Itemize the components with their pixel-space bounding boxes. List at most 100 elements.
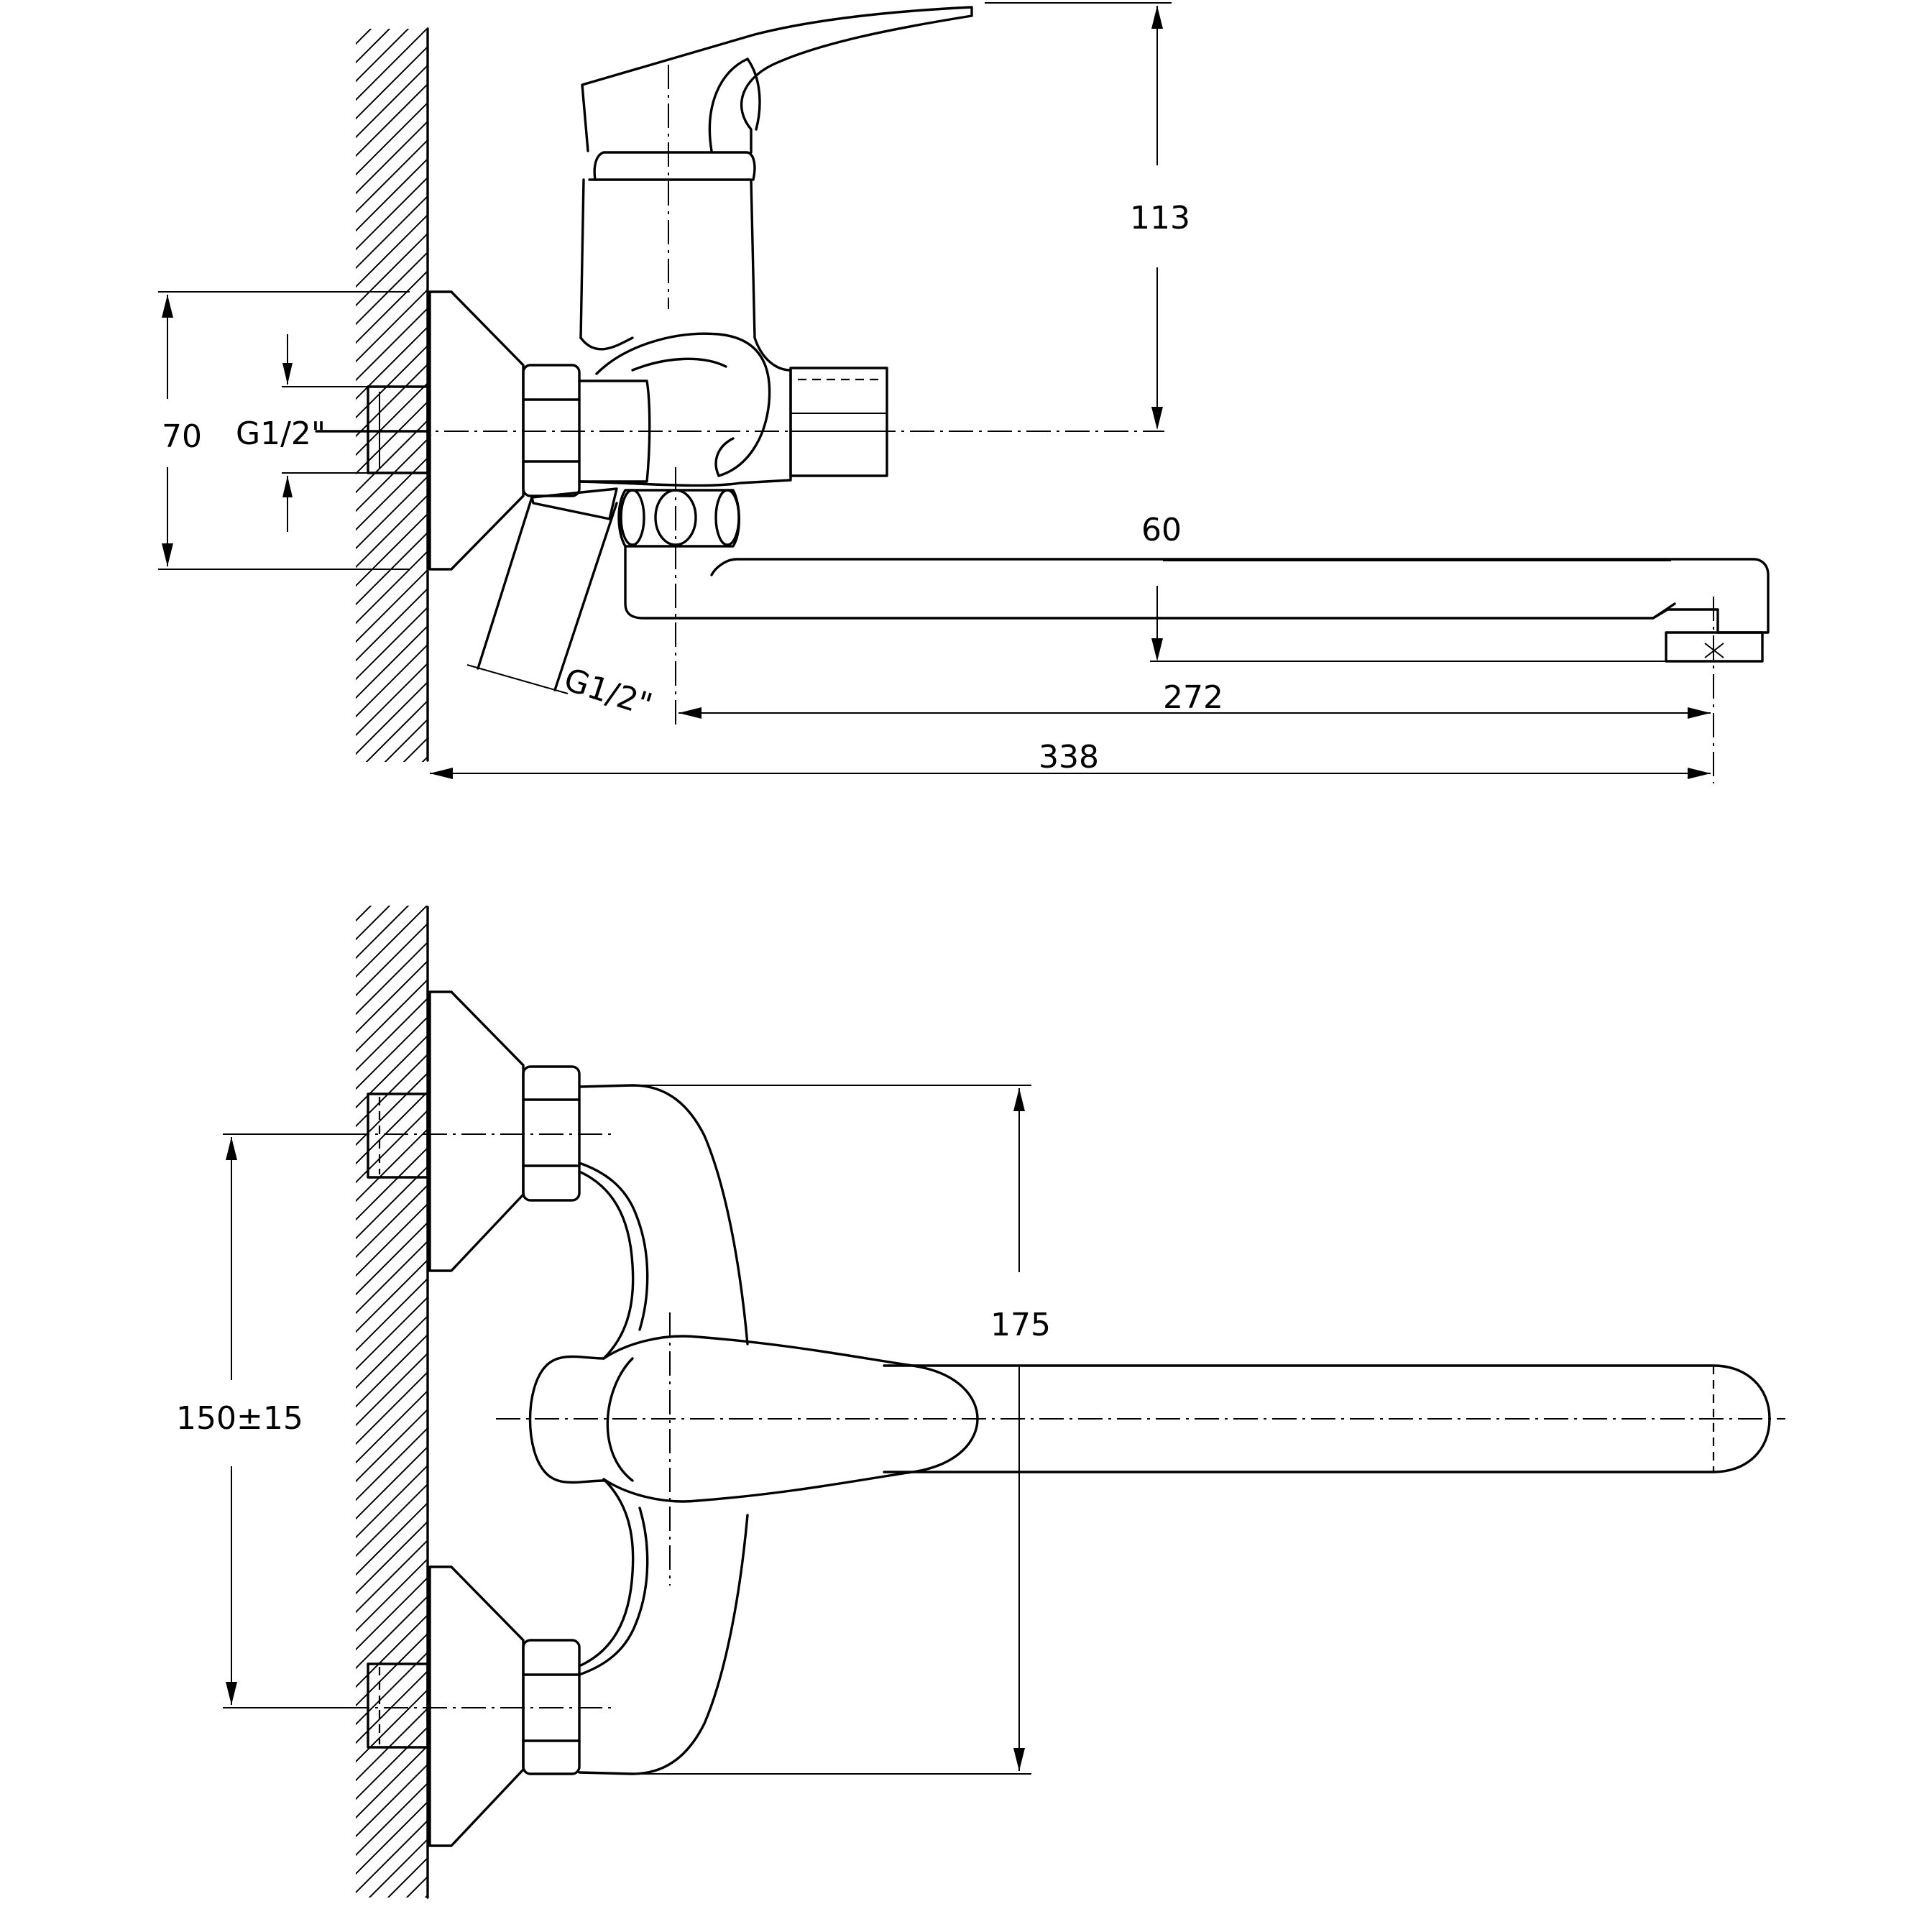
hatch-line <box>356 681 428 755</box>
hatch-line <box>356 1614 428 1688</box>
dim-338-label: 338 <box>1039 739 1099 776</box>
hatch-line <box>356 1389 428 1464</box>
dimension-113: 113 <box>985 2 1190 430</box>
hatch-line <box>421 755 428 762</box>
hatch-line <box>356 344 428 419</box>
hatch-line <box>356 83 428 157</box>
mixer-body-side <box>578 178 792 487</box>
inlet-upper <box>367 990 581 1272</box>
hatch-line <box>368 1838 428 1898</box>
hatch-line <box>356 1053 428 1128</box>
diverter-outlet-side <box>789 367 888 477</box>
hatch-line <box>356 29 391 64</box>
hatch-line <box>356 29 410 83</box>
lower-outlet-side <box>466 487 618 694</box>
hatch-line <box>356 1202 428 1277</box>
hatch-line <box>356 1072 428 1146</box>
hatch-line <box>356 1352 428 1427</box>
hatch-line <box>356 625 428 699</box>
spout-swivel-ring <box>617 489 740 548</box>
hatch-line <box>356 1688 428 1763</box>
hatch-line <box>424 1894 428 1898</box>
hatch-line <box>356 1744 428 1819</box>
hatch-line <box>356 232 428 307</box>
hatch-line <box>356 1408 428 1483</box>
hatch-line <box>356 1726 428 1800</box>
hatch-line <box>356 45 428 120</box>
hatch-line <box>356 400 428 475</box>
hatch-line <box>356 382 428 456</box>
centerlines-top <box>345 1133 1785 1708</box>
hatch-line <box>356 1819 428 1894</box>
hatch-line <box>356 1595 428 1670</box>
hatch-line <box>356 1277 428 1352</box>
hatch-line <box>356 1483 428 1558</box>
hatch-line <box>356 1651 428 1726</box>
hatch-line <box>356 906 372 922</box>
hatch-line <box>356 1146 428 1221</box>
hatch-line <box>356 494 428 569</box>
hatch-line <box>356 288 428 363</box>
hatch-line <box>356 1632 428 1707</box>
hatch-line <box>356 906 391 941</box>
hatch-line <box>356 1427 428 1501</box>
hatch-line <box>356 587 428 662</box>
wall-hatching-side <box>352 0 431 762</box>
hatch-line <box>356 157 428 232</box>
inlet-lower <box>367 1565 581 1847</box>
hatch-line <box>356 1333 428 1408</box>
hatch-line <box>356 1296 428 1371</box>
hatch-line <box>356 1016 428 1090</box>
escutcheon-upper <box>428 990 525 1272</box>
dimension-60: 60 <box>1141 512 1671 662</box>
hatch-line <box>387 1857 428 1898</box>
hatch-line <box>356 1445 428 1520</box>
hatch-line <box>356 1539 428 1614</box>
thread-wall-label: G1/2" <box>236 415 326 452</box>
hatch-line <box>356 941 428 1016</box>
hatch-line <box>356 960 428 1034</box>
dim-113-label: 113 <box>1130 200 1190 236</box>
dim-70-label: 70 <box>162 418 202 455</box>
hatch-line <box>356 512 428 587</box>
hatch-line <box>356 1221 428 1296</box>
dim-175-label: 175 <box>990 1307 1051 1343</box>
top-view: 175 150±15 <box>176 906 1785 1899</box>
dimension-150: 150±15 <box>176 1133 345 1708</box>
hatch-line <box>356 438 428 512</box>
hatch-line <box>405 1875 428 1898</box>
hatch-line <box>356 1558 428 1632</box>
hatch-line <box>356 906 410 960</box>
hatch-line <box>356 1576 428 1651</box>
hatch-line <box>356 1240 428 1315</box>
hatch-line <box>356 1034 428 1109</box>
hatch-line <box>356 1800 428 1875</box>
side-view: 113 70 G1/2" G1/2" <box>158 0 1770 783</box>
hatch-line <box>352 0 431 29</box>
hatch-line <box>356 906 428 978</box>
hatch-line <box>356 1464 428 1539</box>
hatch-line <box>356 1763 428 1838</box>
hatch-line <box>356 550 428 625</box>
hatch-line <box>356 456 428 531</box>
hatch-line <box>356 1109 428 1184</box>
hatch-line <box>356 1184 428 1259</box>
hatch-line <box>356 662 428 737</box>
hatch-line <box>356 195 428 270</box>
hatch-line <box>356 29 428 101</box>
dimension-272: 272 <box>678 679 1711 719</box>
hatch-line <box>356 120 428 195</box>
dimension-70: 70 <box>158 291 410 570</box>
escutcheon-cone-side <box>428 290 525 571</box>
hatch-line <box>356 569 428 643</box>
hatch-line <box>356 643 428 718</box>
hatch-line <box>356 1520 428 1595</box>
hatch-line <box>356 1707 428 1782</box>
hatch-line <box>356 1128 428 1202</box>
dimension-338: 338 <box>430 739 1711 779</box>
hatch-line <box>356 997 428 1072</box>
hatch-line <box>402 737 428 762</box>
hatch-line <box>356 1315 428 1389</box>
dim-60-label: 60 <box>1141 512 1182 548</box>
